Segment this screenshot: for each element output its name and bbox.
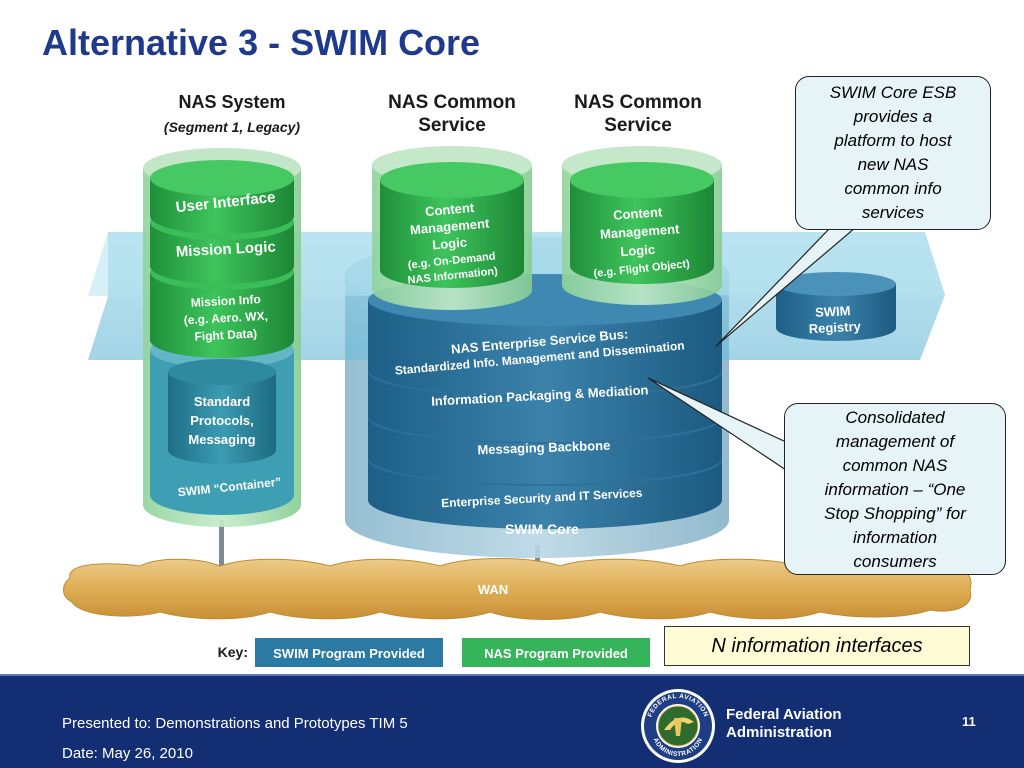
ncs1-content: Content	[424, 200, 475, 219]
ncs1-logic: Logic	[432, 235, 468, 253]
registry-label-1: SWIM	[815, 303, 851, 320]
nas-system-subtitle: (Segment 1, Legacy)	[164, 119, 300, 135]
nas-system-cylinder	[143, 148, 301, 527]
ncs2-management: Management	[600, 221, 681, 242]
consolidated-callout-line: common NAS	[842, 456, 948, 475]
esb-callout: SWIM Core ESB provides a platform to hos…	[795, 76, 991, 230]
wan-cloud: WAN	[63, 558, 972, 620]
swim-core-label: SWIM Core	[505, 521, 579, 537]
messaging-backbone-label: Messaging Backbone	[477, 438, 610, 458]
consolidated-callout-line: management of	[835, 432, 955, 451]
esb-callout-line: SWIM Core ESB	[829, 83, 957, 102]
ncs2-title-line2: Service	[604, 115, 672, 136]
consolidated-callout-line: information	[852, 528, 938, 547]
consolidated-callout-line: consumers	[853, 552, 937, 571]
footer-divider	[0, 674, 1024, 676]
swim-core-stack	[368, 274, 722, 530]
n-information-interfaces-box: N information interfaces	[664, 626, 970, 666]
mission-info-example-2: Fight Data)	[194, 326, 257, 343]
date-text: Date: May 26, 2010	[62, 745, 193, 762]
ncs1-title-line1: NAS Common	[388, 92, 516, 113]
slide-title: Alternative 3 - SWIM Core	[42, 22, 481, 63]
nas-common-service-1-cylinder	[372, 146, 532, 310]
ncs1-management: Management	[409, 216, 490, 238]
nas-system-connector	[219, 520, 224, 570]
key-nas-swatch	[462, 638, 650, 667]
mission-info-example: (e.g. Aero. WX,	[183, 309, 268, 327]
ncs1-title-line2: Service	[418, 115, 486, 136]
ncs2-content: Content	[613, 204, 664, 222]
esb-callout-line: new NAS	[857, 155, 929, 174]
nas-system-title: NAS System	[178, 92, 285, 112]
faa-seal-logo: FEDERAL AVIATION ADMINISTRATION	[641, 689, 715, 763]
esb-callout-line: platform to host	[834, 131, 952, 150]
mission-logic-label: Mission Logic	[175, 238, 276, 260]
mission-info-label: Mission Info	[190, 292, 261, 310]
page-number: 11	[962, 714, 976, 729]
key-label: Key:	[218, 644, 248, 660]
consolidated-callout-line: Consolidated	[845, 408, 945, 427]
footer-bar	[0, 674, 1024, 768]
swim-core-diagram: WAN NAS Enterprise Service Bus: Standard…	[63, 92, 972, 667]
key-swim-label: SWIM Program Provided	[273, 646, 425, 661]
agency-name: Federal Aviation Administration	[726, 706, 842, 742]
key-nas-label: NAS Program Provided	[484, 646, 628, 661]
legend-key: Key: SWIM Program Provided NAS Program P…	[218, 638, 650, 667]
presented-to-text: Presented to: Demonstrations and Prototy…	[62, 715, 408, 732]
messaging-label: Messaging	[188, 432, 255, 447]
registry-label-2: Registry	[808, 319, 862, 337]
nas-common-service-2-cylinder	[562, 146, 722, 305]
consolidated-callout: Consolidated management of common NAS in…	[784, 403, 1006, 575]
consolidated-callout-line: information – “One	[824, 480, 966, 499]
ncs2-title-line1: NAS Common	[574, 92, 702, 113]
protocols-label: Protocols,	[190, 413, 254, 428]
swim-registry-cylinder: SWIM Registry	[776, 272, 896, 341]
wan-label: WAN	[478, 582, 508, 597]
key-swim-swatch	[255, 638, 443, 667]
esb-callout-line: common info	[844, 179, 942, 198]
esb-callout-line: services	[861, 203, 925, 222]
standard-label: Standard	[194, 394, 250, 409]
ncs2-logic: Logic	[620, 242, 656, 259]
consolidated-callout-line: Stop Shopping” for	[824, 504, 966, 523]
agency-name-line1: Federal Aviation	[726, 706, 842, 723]
esb-callout-line: provides a	[853, 107, 933, 126]
agency-name-line2: Administration	[726, 724, 832, 741]
